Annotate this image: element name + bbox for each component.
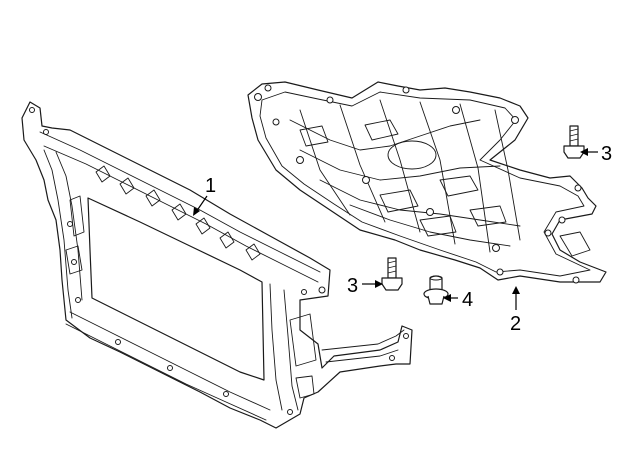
callout-2: 2 xyxy=(510,286,521,335)
callout-1: 1 xyxy=(193,175,216,216)
undercar-shield xyxy=(247,81,607,284)
callout-1-label: 1 xyxy=(205,175,216,197)
callout-4-label: 4 xyxy=(462,289,473,311)
callout-3-upper: 3 xyxy=(580,143,612,165)
shield-bolt-lower xyxy=(381,257,403,291)
callout-2-label: 2 xyxy=(510,313,521,335)
callout-3-lower-label: 3 xyxy=(347,275,358,297)
push-clip xyxy=(423,275,449,305)
callout-3-upper-label: 3 xyxy=(601,143,612,165)
callout-3-lower: 3 xyxy=(347,275,383,297)
radiator-support xyxy=(21,101,413,429)
callout-4: 4 xyxy=(443,289,473,311)
shield-bolt-upper xyxy=(563,125,585,159)
